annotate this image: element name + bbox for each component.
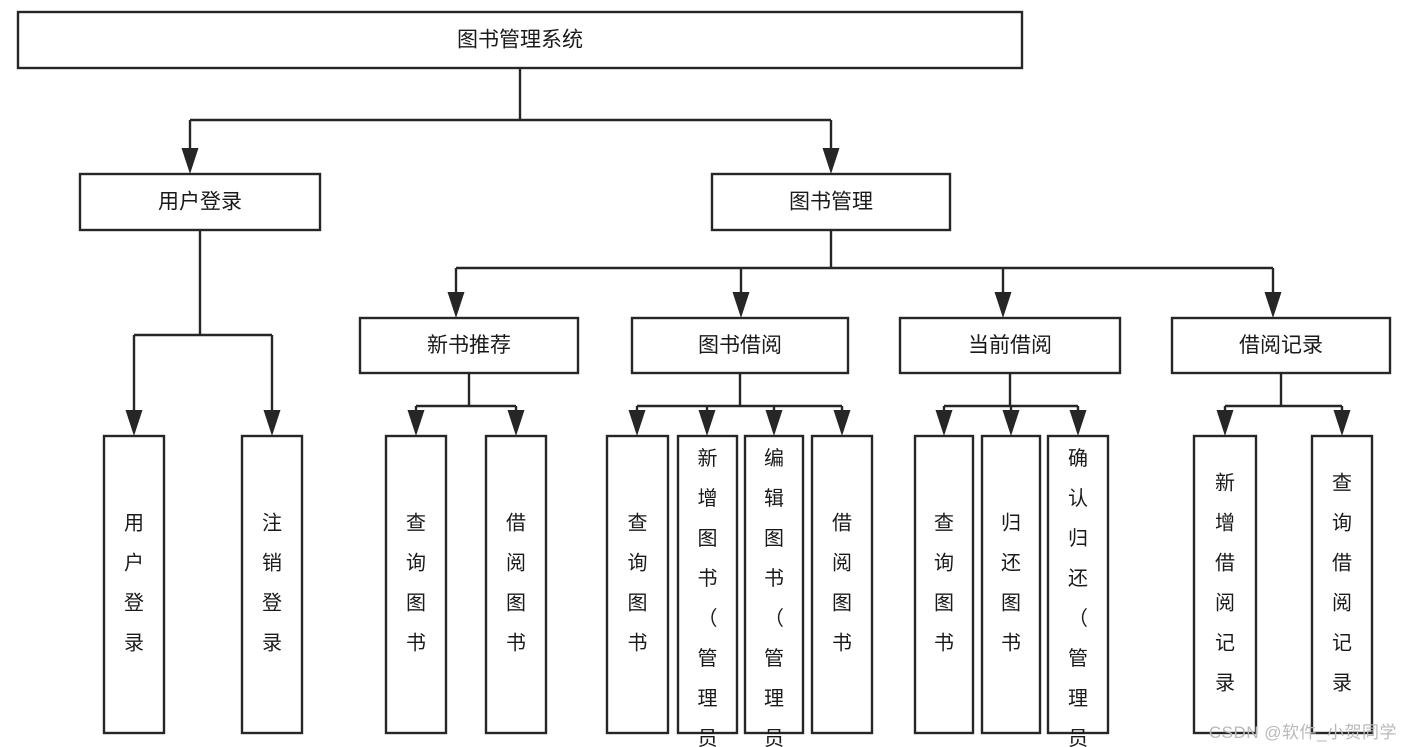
node-label: 编辑图书（管理员） bbox=[764, 447, 784, 747]
connector-group bbox=[181, 68, 840, 174]
node-box[interactable] bbox=[810, 434, 874, 735]
node-label: 确认归还（管理员） bbox=[1068, 447, 1088, 747]
node-label: 用户登录 bbox=[158, 191, 242, 214]
node-box[interactable] bbox=[980, 434, 1042, 735]
node-label: 新增借阅记录 bbox=[1215, 472, 1235, 695]
node-leaf-borrow-book-1[interactable]: 借阅图书 bbox=[484, 434, 548, 735]
arrow-head-icon bbox=[1333, 410, 1351, 436]
node-label: 借阅图书 bbox=[506, 512, 526, 655]
node-leaf-add-book[interactable]: 新增图书（管理员） bbox=[676, 434, 739, 747]
node-box[interactable] bbox=[913, 434, 975, 735]
node-label: 用户登录 bbox=[124, 513, 144, 655]
connector-group bbox=[1216, 373, 1351, 436]
node-label: 注销登录 bbox=[262, 512, 282, 655]
connector-layer bbox=[125, 68, 1351, 436]
node-book-manage[interactable]: 图书管理 bbox=[710, 172, 952, 232]
node-leaf-user-login[interactable]: 用户登录 bbox=[102, 434, 166, 735]
node-leaf-logout[interactable]: 注销登录 bbox=[240, 434, 304, 735]
arrow-head-icon bbox=[935, 410, 953, 436]
arrow-head-icon bbox=[447, 292, 465, 318]
node-box[interactable] bbox=[240, 434, 304, 735]
node-box[interactable] bbox=[630, 316, 850, 375]
arrow-head-icon bbox=[833, 410, 851, 436]
node-leaf-return-book[interactable]: 归还图书 bbox=[980, 434, 1042, 735]
node-leaf-borrow-book-2[interactable]: 借阅图书 bbox=[810, 434, 874, 735]
arrow-head-icon bbox=[765, 410, 783, 436]
arrow-head-icon bbox=[732, 292, 750, 318]
node-user-login[interactable]: 用户登录 bbox=[78, 172, 322, 232]
arrow-head-icon bbox=[1216, 410, 1234, 436]
connector-group bbox=[407, 373, 525, 436]
node-new-book-recommend[interactable]: 新书推荐 bbox=[358, 316, 580, 375]
arrow-head-icon bbox=[407, 410, 425, 436]
connector-group bbox=[935, 373, 1087, 436]
node-box[interactable] bbox=[1310, 434, 1374, 735]
watermark-label: CSDN @软件_小贺同学 bbox=[1208, 723, 1397, 742]
arrow-head-icon bbox=[628, 410, 646, 436]
arrow-head-icon bbox=[507, 410, 525, 436]
node-box[interactable] bbox=[605, 434, 670, 735]
node-box[interactable] bbox=[358, 316, 580, 375]
arrow-head-icon bbox=[822, 148, 840, 174]
node-box[interactable] bbox=[1192, 434, 1258, 735]
node-leaf-confirm-return[interactable]: 确认归还（管理员） bbox=[1046, 434, 1110, 747]
node-leaf-query-book-1[interactable]: 查询图书 bbox=[384, 434, 448, 735]
arrow-head-icon bbox=[263, 410, 281, 436]
node-box[interactable] bbox=[676, 434, 739, 735]
node-box[interactable] bbox=[78, 172, 322, 232]
arrow-head-icon bbox=[698, 410, 716, 436]
node-box[interactable] bbox=[898, 316, 1122, 375]
node-root[interactable]: 图书管理系统 bbox=[16, 10, 1024, 70]
connector-group bbox=[125, 230, 281, 436]
node-label: 归还图书 bbox=[1001, 512, 1021, 655]
node-leaf-add-record[interactable]: 新增借阅记录 bbox=[1192, 434, 1258, 735]
node-label: 新书推荐 bbox=[427, 334, 511, 357]
node-leaf-edit-book[interactable]: 编辑图书（管理员） bbox=[743, 434, 805, 747]
connector-group bbox=[447, 230, 1282, 318]
node-current-borrow[interactable]: 当前借阅 bbox=[898, 316, 1122, 375]
node-label: 图书借阅 bbox=[698, 334, 782, 357]
arrow-head-icon bbox=[1264, 292, 1282, 318]
node-leaf-query-book-2[interactable]: 查询图书 bbox=[605, 434, 670, 735]
node-box[interactable] bbox=[1046, 434, 1110, 735]
arrow-head-icon bbox=[181, 148, 199, 174]
node-box[interactable] bbox=[384, 434, 448, 735]
node-box[interactable] bbox=[484, 434, 548, 735]
connector-group bbox=[628, 373, 851, 436]
node-leaf-query-book-3[interactable]: 查询图书 bbox=[913, 434, 975, 735]
node-borrow-record[interactable]: 借阅记录 bbox=[1170, 316, 1392, 375]
node-leaf-query-record[interactable]: 查询借阅记录 bbox=[1310, 434, 1374, 735]
arrow-head-icon bbox=[125, 410, 143, 436]
node-label: 查询图书 bbox=[628, 512, 648, 655]
arrow-head-icon bbox=[994, 292, 1012, 318]
node-label: 图书管理系统 bbox=[457, 29, 583, 52]
node-box[interactable] bbox=[16, 10, 1024, 70]
node-label: 借阅图书 bbox=[832, 512, 852, 655]
node-label: 新增图书（管理员） bbox=[698, 447, 718, 747]
node-book-borrow[interactable]: 图书借阅 bbox=[630, 316, 850, 375]
node-label: 当前借阅 bbox=[968, 334, 1052, 357]
node-layer: 图书管理系统用户登录图书管理新书推荐图书借阅当前借阅借阅记录用户登录注销登录查询… bbox=[16, 10, 1392, 747]
node-label: 图书管理 bbox=[789, 191, 873, 214]
arrow-head-icon bbox=[1002, 410, 1020, 436]
node-label: 查询图书 bbox=[406, 512, 426, 655]
node-label: 借阅记录 bbox=[1239, 334, 1323, 357]
node-box[interactable] bbox=[710, 172, 952, 232]
node-box[interactable] bbox=[1170, 316, 1392, 375]
node-box[interactable] bbox=[743, 434, 805, 735]
arrow-head-icon bbox=[1069, 410, 1087, 436]
node-label: 查询图书 bbox=[934, 512, 954, 655]
node-label: 查询借阅记录 bbox=[1332, 472, 1352, 695]
node-box[interactable] bbox=[102, 434, 166, 735]
